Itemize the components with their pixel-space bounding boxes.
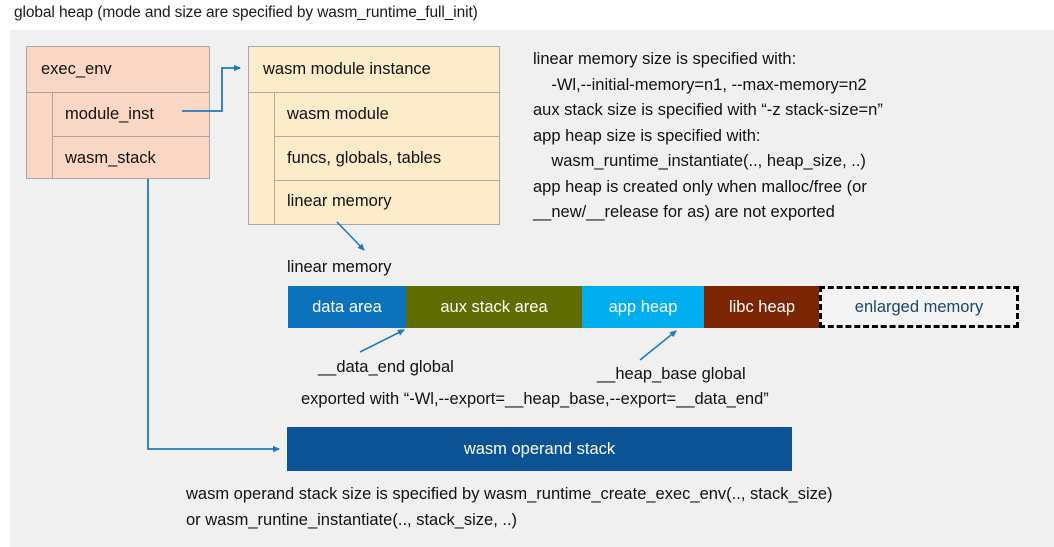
note-line-4: app heap size is specified with:: [533, 126, 761, 145]
note-line-7: __new/__release for as) are not exported: [533, 203, 835, 221]
memory-segment-data-area: data area: [288, 286, 406, 328]
note-line-3: aux stack size is specified with “-z sta…: [533, 101, 883, 119]
module-instance-body: wasm module funcs, globals, tables linea…: [249, 93, 499, 224]
note-line-2: -Wl,--initial-memory=n1, --max-memory=n2: [533, 75, 867, 94]
module-instance-header: wasm module instance: [249, 47, 499, 93]
page-title: global heap (mode and size are specified…: [14, 4, 478, 21]
exec-env-rows: module_inst wasm_stack: [53, 93, 209, 178]
exec-env-box: exec_env module_inst wasm_stack: [26, 46, 210, 179]
wasm-module-instance-box: wasm module instance wasm module funcs, …: [248, 46, 500, 225]
annotation-exported-with: exported with “-Wl,--export=__heap_base,…: [301, 390, 769, 408]
module-instance-gutter: [249, 93, 275, 224]
note-line-6: app heap is created only when malloc/fre…: [533, 177, 867, 196]
memory-segment-app-heap: app heap: [582, 286, 704, 328]
wasm-operand-stack-box: wasm operand stack: [287, 427, 792, 471]
annotation-heap-base-global: __heap_base global: [597, 365, 746, 383]
memory-segment-aux-stack-area: aux stack area: [406, 286, 582, 328]
module-instance-row-wasm-module: wasm module: [287, 105, 389, 124]
operand-stack-note: wasm operand stack size is specified by …: [186, 481, 833, 533]
bottom-note-line-2: or wasm_runtine_instantiate(.., stack_si…: [186, 511, 518, 529]
note-line-5: wasm_runtime_instantiate(.., heap_size, …: [533, 152, 866, 170]
linear-memory-label: linear memory: [287, 258, 392, 276]
exec-env-row-wasm-stack: wasm_stack: [53, 136, 209, 179]
exec-env-body: module_inst wasm_stack: [27, 93, 209, 178]
memory-segment-libc-heap: libc heap: [704, 286, 820, 328]
exec-env-row-module-inst: module_inst: [65, 105, 154, 123]
linear-memory-notes: linear memory size is specified with: -W…: [533, 47, 883, 226]
memory-segment-enlarged-memory: enlarged memory: [819, 286, 1019, 328]
annotation-data-end-global: __data_end global: [318, 358, 454, 376]
module-instance-row-linear-memory: linear memory: [275, 179, 499, 223]
module-instance-rows: wasm module funcs, globals, tables linea…: [275, 93, 499, 224]
exec-env-header: exec_env: [27, 47, 209, 93]
exec-env-gutter: [27, 93, 53, 178]
note-line-1: linear memory size is specified with:: [533, 50, 797, 68]
linear-memory-bar: data area aux stack area app heap libc h…: [288, 286, 1019, 328]
bottom-note-line-1: wasm operand stack size is specified by …: [186, 485, 833, 503]
module-instance-row-funcs-globals-tables: funcs, globals, tables: [275, 136, 499, 179]
